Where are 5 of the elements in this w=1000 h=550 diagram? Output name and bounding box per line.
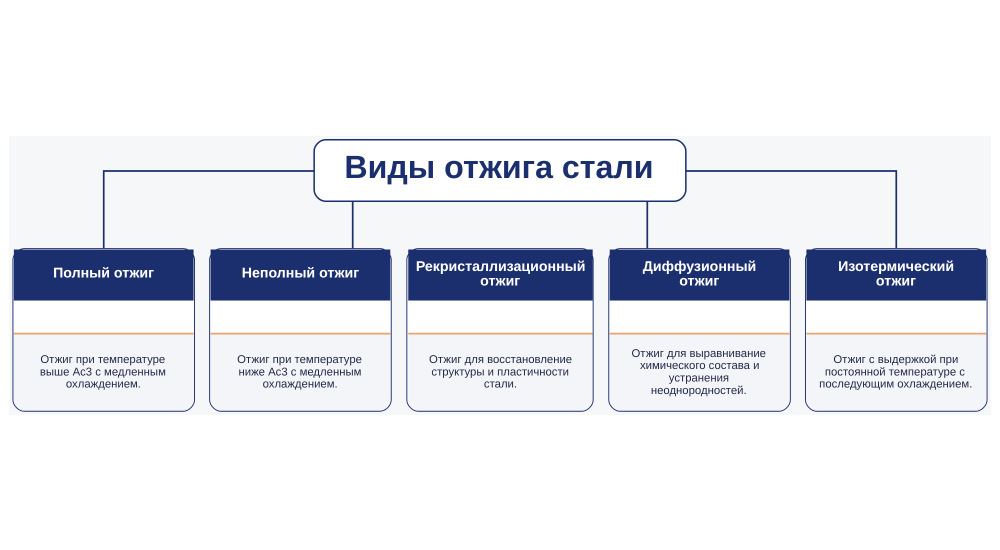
connector xyxy=(352,201,354,248)
connector xyxy=(646,201,648,248)
connector xyxy=(102,170,314,248)
connector xyxy=(686,170,898,248)
node-box: Виды отжига стали xyxy=(313,138,687,202)
